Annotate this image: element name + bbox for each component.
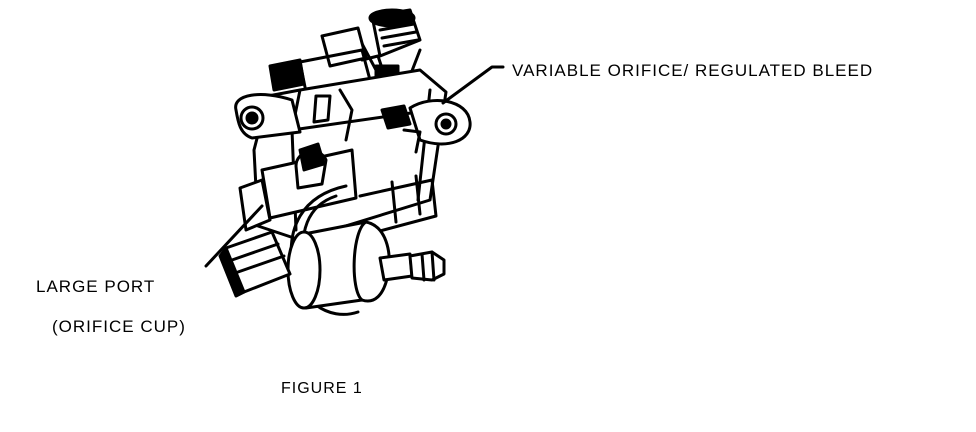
- large-port-connector: [218, 230, 292, 298]
- figure-caption: FIGURE 1: [281, 380, 363, 397]
- right-flange: [380, 99, 472, 154]
- large-port-callout-line1: LARGE PORT: [36, 277, 156, 296]
- lower-housing: [238, 142, 438, 234]
- variable-orifice-callout: VARIABLE ORIFICE/ REGULATED BLEED: [512, 61, 874, 80]
- large-port-callout-line2: (ORIFICE CUP): [52, 317, 186, 336]
- side-nozzle: [378, 250, 446, 282]
- orifice-cup-canister: [286, 220, 391, 310]
- variable-orifice-leader-line: [441, 65, 505, 105]
- left-flange: [234, 93, 302, 140]
- large-port-leader-line: [204, 204, 264, 268]
